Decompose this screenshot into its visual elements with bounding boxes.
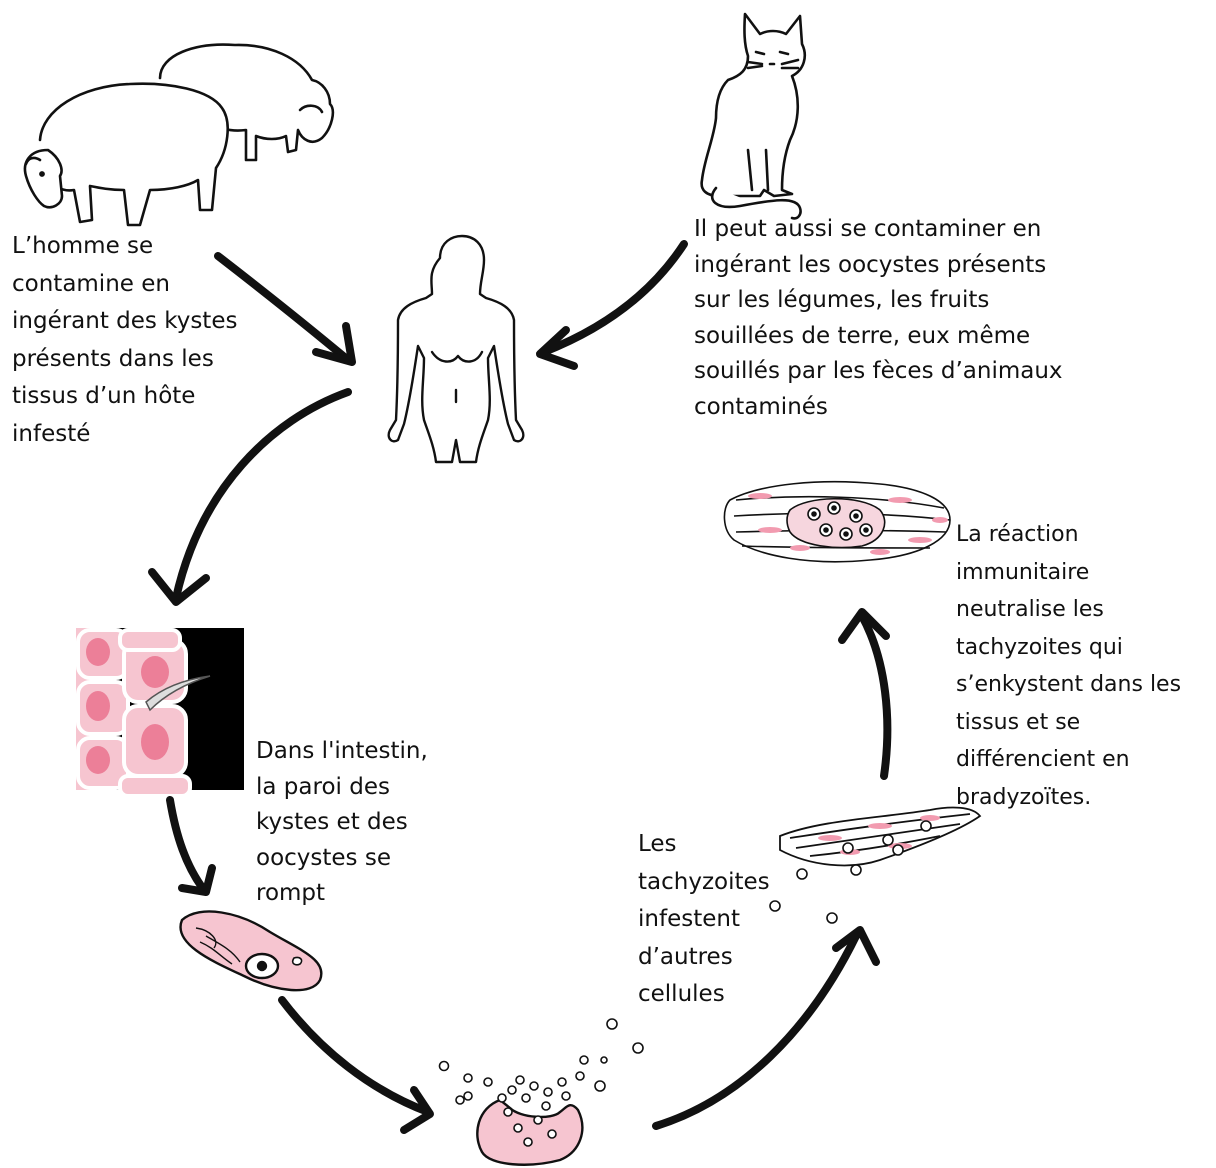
caption-line: infesté bbox=[12, 416, 237, 454]
caption-line: tachyzoites bbox=[638, 864, 770, 902]
caption-line: tachyzoites qui bbox=[956, 629, 1181, 667]
caption-line: oocystes se bbox=[256, 841, 428, 877]
arrow-tissue-to-cyst bbox=[862, 616, 887, 776]
caption-line: L’homme se bbox=[12, 228, 237, 266]
caption-line: contaminés bbox=[694, 390, 1063, 426]
human-figure-icon bbox=[389, 236, 524, 462]
intestinal-cells-icon bbox=[76, 628, 244, 796]
caption-reaction: La réaction immunitaire neutralise les t… bbox=[956, 516, 1181, 816]
caption-intestin: Dans l'intestin, la paroi des kystes et … bbox=[256, 734, 428, 912]
tissue-cyst-icon bbox=[724, 482, 950, 562]
sheep-pair-icon bbox=[25, 45, 333, 225]
caption-line: Dans l'intestin, bbox=[256, 734, 428, 770]
caption-line: bradyzoïtes. bbox=[956, 779, 1181, 817]
caption-line: rompt bbox=[256, 876, 428, 912]
caption-line: la paroi des bbox=[256, 770, 428, 806]
caption-line: infestent bbox=[638, 901, 770, 939]
caption-line: d’autres bbox=[638, 939, 770, 977]
arrow-intestine-to-parasite bbox=[170, 800, 204, 890]
infected-tissue-icon bbox=[770, 808, 980, 923]
caption-line: Il peut aussi se contaminer en bbox=[694, 212, 1063, 248]
caption-line: cellules bbox=[638, 976, 770, 1014]
caption-line: tissus d’un hôte bbox=[12, 378, 237, 416]
caption-line: La réaction bbox=[956, 516, 1181, 554]
caption-line: sur les légumes, les fruits bbox=[694, 283, 1063, 319]
caption-line: immunitaire bbox=[956, 554, 1181, 592]
caption-line: Les bbox=[638, 826, 770, 864]
parasite-cell-icon bbox=[180, 911, 321, 990]
caption-line: souillées de terre, eux même bbox=[694, 319, 1063, 355]
caption-line: tissus et se bbox=[956, 704, 1181, 742]
arrow-parasite-to-burst bbox=[282, 1000, 428, 1112]
caption-line: contamine en bbox=[12, 266, 237, 304]
caption-line: ingérant les oocystes présents bbox=[694, 248, 1063, 284]
caption-tachyzoites: Les tachyzoites infestent d’autres cellu… bbox=[638, 826, 770, 1014]
caption-line: souillés par les fèces d’animaux bbox=[694, 354, 1063, 390]
caption-ingestion-oocystes: Il peut aussi se contaminer en ingérant … bbox=[694, 212, 1063, 426]
caption-line: kystes et des bbox=[256, 805, 428, 841]
caption-line: s’enkystent dans les bbox=[956, 666, 1181, 704]
arrow-sheep-to-human bbox=[218, 256, 348, 360]
caption-line: différencient en bbox=[956, 741, 1181, 779]
caption-line: présents dans les bbox=[12, 341, 237, 379]
caption-ingestion-kystes: L’homme se contamine en ingérant des kys… bbox=[12, 228, 237, 453]
bursting-cell-icon bbox=[440, 1019, 644, 1165]
cat-icon bbox=[702, 14, 805, 218]
caption-line: neutralise les bbox=[956, 591, 1181, 629]
caption-line: ingérant des kystes bbox=[12, 303, 237, 341]
